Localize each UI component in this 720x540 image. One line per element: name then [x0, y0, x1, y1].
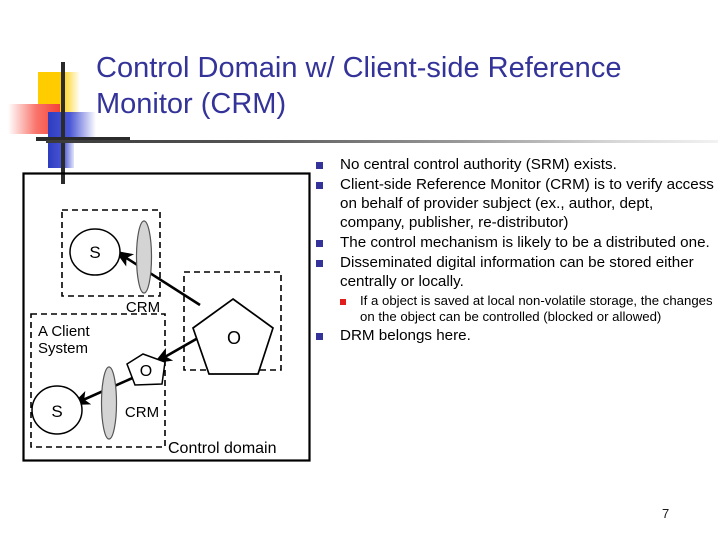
- crm-top-lens: [135, 220, 153, 294]
- crm-top-label: CRM: [126, 299, 160, 316]
- control-domain-label: Control domain: [168, 440, 277, 457]
- client-system-label-line1: A Client: [38, 323, 91, 340]
- crm-bottom-label: CRM: [125, 404, 159, 421]
- list-item: DRM belongs here.: [316, 326, 716, 345]
- list-item: Client-side Reference Monitor (CRM) is t…: [316, 175, 716, 232]
- bullet-square-icon: [316, 182, 323, 189]
- page-number: 7: [662, 506, 670, 521]
- crm-bottom-lens: [100, 366, 118, 440]
- object-local-pentagon: [126, 353, 166, 386]
- logo-blue-square: [48, 112, 96, 142]
- object-local-label: O: [140, 363, 152, 380]
- list-item: The control mechanism is likely to be a …: [316, 233, 716, 252]
- subject-bottom-label: S: [51, 402, 62, 421]
- sub-bullet-square-icon: [340, 299, 346, 305]
- bullet-square-icon: [316, 240, 323, 247]
- bullet-square-icon: [316, 333, 323, 340]
- arrow-remote-object-to-local-object: [153, 336, 199, 364]
- list-item-text: No central control authority (SRM) exist…: [340, 156, 617, 173]
- bullet-list: No central control authority (SRM) exist…: [316, 155, 716, 346]
- sub-list-item-text: If a object is saved at local non-volati…: [360, 293, 713, 324]
- client-system-label-line2: System: [38, 340, 88, 357]
- bullet-square-icon: [316, 260, 323, 267]
- list-item-text: DRM belongs here.: [340, 327, 471, 344]
- control-domain-boundary: [22, 172, 311, 462]
- logo-yellow-square: [38, 72, 80, 114]
- top-subject-group-boundary: [61, 209, 161, 297]
- list-item: No central control authority (SRM) exist…: [316, 155, 716, 174]
- bullet-square-icon: [316, 162, 323, 169]
- logo-red-square: [8, 104, 60, 134]
- object-remote-label: O: [227, 328, 241, 348]
- client-system-boundary: [30, 313, 166, 448]
- list-item: Disseminated digital information can be …: [316, 253, 716, 291]
- title-divider-rule: [46, 140, 718, 143]
- page-title: Control Domain w/ Client-side Reference …: [96, 52, 622, 120]
- logo-vertical-bar: [61, 62, 65, 184]
- subject-bottom-circle: [31, 385, 83, 435]
- subject-top-circle: [69, 228, 121, 276]
- object-remote-pentagon: [191, 297, 274, 375]
- list-item-text: Disseminated digital information can be …: [340, 254, 694, 290]
- arrow-remote-object-to-top-subject: [114, 250, 201, 307]
- list-item-text: Client-side Reference Monitor (CRM) is t…: [340, 176, 714, 231]
- subject-top-label: S: [89, 243, 100, 262]
- logo-blue-square-small: [48, 142, 74, 168]
- control-domain-diagram: S CRM A Client System O O CRM S Control …: [22, 172, 311, 462]
- list-item-text: The control mechanism is likely to be a …: [340, 234, 710, 251]
- sub-list-item: If a object is saved at local non-volati…: [316, 293, 716, 325]
